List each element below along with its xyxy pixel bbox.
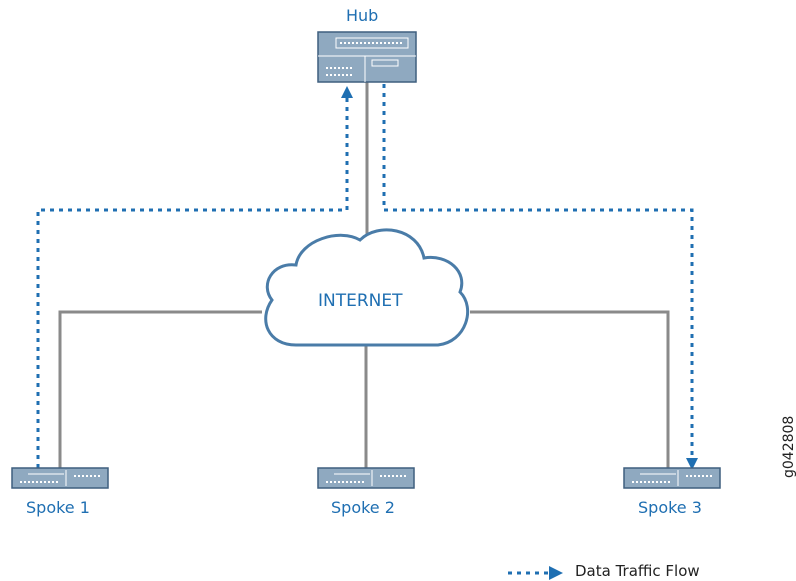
link-spoke3-cloud — [470, 310, 670, 468]
legend-label: Data Traffic Flow — [575, 562, 700, 580]
flow-spoke1-to-hub — [36, 86, 353, 468]
traffic-flow — [36, 84, 698, 470]
cloud-shape — [264, 228, 470, 347]
internet-label: INTERNET — [318, 291, 403, 311]
spoke2-label: Spoke 2 — [331, 498, 395, 517]
hub-label: Hub — [346, 6, 379, 25]
flow-hub-to-spoke3 — [382, 84, 698, 470]
link-spoke1-cloud — [58, 310, 262, 468]
spoke1-device — [11, 467, 109, 489]
spoke3-device — [623, 467, 721, 489]
legend-flow-symbol — [508, 566, 563, 580]
internet-cloud — [264, 228, 470, 347]
spoke1-label: Spoke 1 — [26, 498, 90, 517]
hub-device — [317, 31, 417, 83]
links — [58, 82, 670, 468]
figure-id: g042808 — [781, 415, 796, 478]
spoke2-device — [317, 467, 415, 489]
spoke3-label: Spoke 3 — [638, 498, 702, 517]
